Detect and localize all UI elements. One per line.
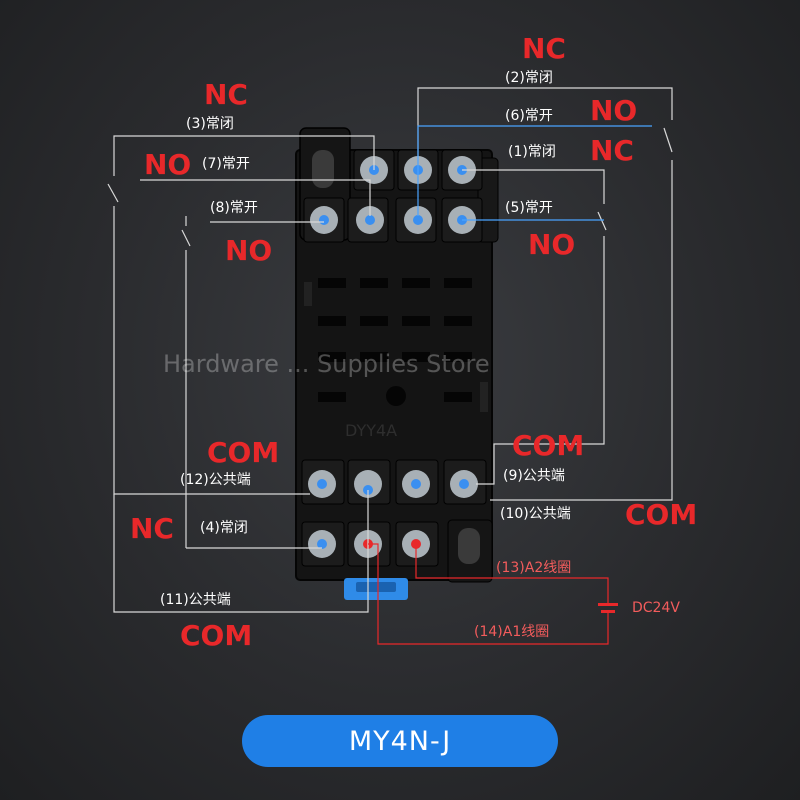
label-no-right-bottom: NO — [528, 228, 575, 261]
label-nc-top: NC — [522, 32, 566, 65]
terminal-9 — [443, 459, 487, 505]
terminal-10 — [395, 459, 439, 505]
label-no-right-top: NO — [590, 94, 637, 127]
model-badge: MY4N-J — [242, 715, 558, 767]
model-name: MY4N-J — [348, 725, 452, 757]
watermark-text: Hardware ... Supplies Store — [163, 350, 490, 378]
terminals — [301, 149, 487, 567]
label-nc-right: NC — [590, 134, 634, 167]
label-no-left-bottom: NO — [225, 234, 272, 267]
label-com-right: COM — [512, 429, 584, 462]
label-nc-left-top: NC — [204, 78, 248, 111]
label-terminal-6: (6)常开 — [505, 108, 553, 124]
label-terminal-5: (5)常开 — [505, 200, 553, 216]
label-terminal-8: (8)常开 — [210, 200, 258, 216]
label-terminal-11: (11)公共端 — [160, 592, 231, 608]
label-terminal-2: (2)常闭 — [505, 70, 553, 86]
label-terminal-9: (9)公共端 — [503, 468, 565, 484]
label-terminal-13: (13)A2线圈 — [496, 560, 571, 576]
label-terminal-14: (14)A1线圈 — [474, 624, 549, 640]
label-dc-voltage: DC24V — [632, 600, 680, 616]
terminal-13 — [395, 521, 439, 567]
label-terminal-12: (12)公共端 — [180, 472, 251, 488]
wiring — [107, 87, 673, 645]
label-terminal-7: (7)常开 — [202, 156, 250, 172]
terminal-11 — [347, 459, 391, 505]
terminal-12 — [301, 459, 345, 505]
terminal-7 — [347, 197, 389, 243]
terminal-6 — [395, 197, 437, 243]
label-terminal-1: (1)常闭 — [508, 144, 556, 160]
terminal-8 — [303, 197, 345, 243]
svg-text:DYY4A: DYY4A — [345, 421, 397, 440]
label-terminal-4: (4)常闭 — [200, 520, 248, 536]
labels: NC (2)常闭 NC (3)常闭 NO (6)常开 NO (7)常开 (1)常… — [130, 32, 697, 652]
label-com-left: COM — [207, 436, 279, 469]
label-no-left: NO — [144, 148, 191, 181]
label-terminal-10: (10)公共端 — [500, 506, 571, 522]
label-com-bottom: COM — [180, 619, 252, 652]
terminal-4 — [301, 521, 345, 567]
label-com-far-right: COM — [625, 498, 697, 531]
label-terminal-3: (3)常闭 — [186, 116, 234, 132]
label-nc-left-bottom: NC — [130, 512, 174, 545]
